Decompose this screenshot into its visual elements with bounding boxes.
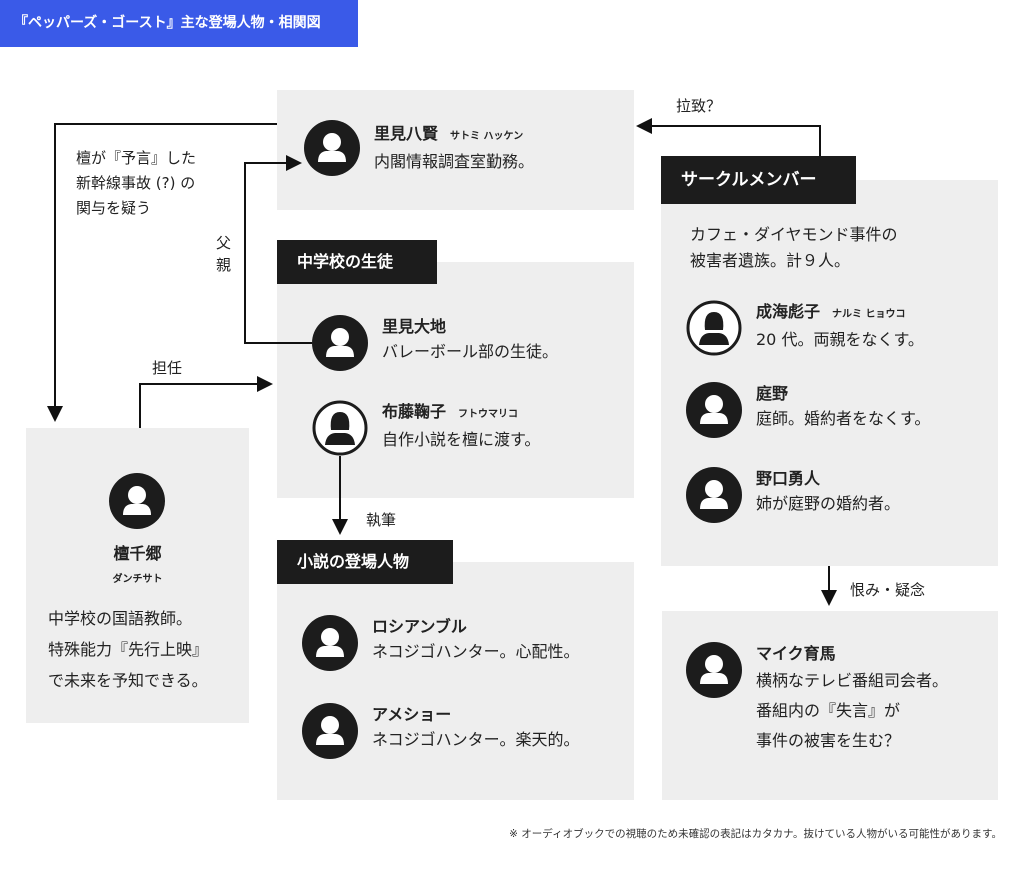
teacher-label: 担任 (152, 359, 183, 377)
person-hakken: 里見八賢サトミ ハッケン 内閣情報調査室勤務。 (304, 120, 534, 176)
name: ロシアンブル (372, 617, 467, 636)
male-avatar-icon (109, 473, 165, 529)
kana: サトミ ハッケン (450, 131, 524, 142)
person-daichi: 里見大地 バレーボール部の生徒。 (312, 315, 558, 371)
female-avatar-icon (686, 300, 742, 356)
female-avatar-icon (312, 400, 368, 456)
name: 庭野 (756, 384, 789, 403)
desc: バレーボール部の生徒。 (382, 342, 559, 361)
dan-name: 檀千郷 (113, 544, 162, 563)
person-noguchi: 野口勇人 姉が庭野の婚約者。 (686, 467, 900, 523)
name: 野口勇人 (756, 469, 821, 488)
kidnap-label: 拉致？ (676, 97, 722, 115)
circle-desc: カフェ・ダイヤモンド事件の 被害者遺族。計９人。 (690, 222, 898, 274)
desc-line: 横柄なテレビ番組司会者。 (756, 671, 949, 690)
person-ame: アメショー ネコジゴハンター。楽天的。 (302, 703, 580, 759)
school-label: 中学校の生徒 (277, 240, 437, 284)
male-avatar-icon (312, 315, 368, 371)
male-avatar-icon (686, 382, 742, 438)
novel-box (277, 562, 634, 800)
name: 里見大地 (382, 317, 447, 336)
teacher-arrow (139, 376, 273, 428)
desc: ネコジゴハンター。楽天的。 (372, 730, 580, 749)
name: 里見八賢 (374, 124, 439, 143)
desc: ネコジゴハンター。心配性。 (372, 642, 580, 661)
suspect-label: 檀が『予言』した 新幹線事故 (?) の 関与を疑う (76, 146, 196, 221)
kana: フトウマリコ (458, 409, 519, 420)
desc: 内閣情報調査室勤務。 (374, 152, 535, 171)
desc: 自作小説を檀に渡す。 (382, 430, 541, 449)
school-box (277, 262, 634, 498)
desc-line: カフェ・ダイヤモンド事件の (690, 225, 898, 244)
grudge-label: 恨み・疑念 (850, 581, 926, 599)
dan-desc: 中学校の国語教師。 特殊能力『先行上映』 で未来を予知できる。 (48, 603, 208, 696)
desc-line: 特殊能力『先行上映』 (48, 640, 209, 659)
suspect-line: 関与を疑う (76, 199, 152, 217)
suspect-line: 檀が『予言』した (76, 149, 197, 167)
male-avatar-icon (686, 642, 742, 698)
male-avatar-icon (686, 467, 742, 523)
desc-line: 事件の被害を生む？ (756, 731, 901, 750)
suspect-arrow (47, 123, 277, 422)
suspect-line: 新幹線事故 (?) の (76, 174, 196, 192)
kana: ナルミ ヒョウコ (832, 309, 906, 320)
diagram-title: 『ペッパーズ・ゴースト』主な登場人物・相関図 (0, 0, 358, 47)
desc: 20 代。両親をなくす。 (756, 330, 924, 349)
novel-label: 小説の登場人物 (277, 540, 453, 584)
kidnap-arrow (636, 118, 821, 156)
person-narumi: 成海彪子ナルミ ヒョウコ 20 代。両親をなくす。 (686, 300, 924, 356)
desc-line: で未来を予知できる。 (48, 671, 208, 690)
person-maiku: マイク育馬 横柄なテレビ番組司会者。 番組内の『失言』が 事件の被害を生む？ (686, 642, 948, 756)
male-avatar-icon (302, 615, 358, 671)
male-avatar-icon (302, 703, 358, 759)
name: 布藤鞠子 (382, 402, 447, 421)
wrote-label: 執筆 (366, 511, 397, 529)
desc: 庭師。婚約者をなくす。 (756, 409, 931, 428)
desc-line: 番組内の『失言』が (756, 701, 901, 720)
footnote: ※ オーディオブックでの視聴のため未確認の表記はカタカナ。抜けている人物がいる可… (509, 828, 1002, 840)
name: 成海彪子 (756, 302, 821, 321)
desc: 姉が庭野の婚約者。 (756, 494, 901, 513)
desc-line: 中学校の国語教師。 (48, 609, 193, 628)
male-avatar-icon (304, 120, 360, 176)
name: マイク育馬 (756, 644, 836, 663)
desc-line: 被害者遺族。計９人。 (690, 251, 851, 270)
name: アメショー (372, 705, 452, 724)
person-mariko: 布藤鞠子フトウマリコ 自作小説を檀に渡す。 (312, 400, 540, 456)
dan-kana: ダンチサト (112, 574, 163, 585)
person-roshi: ロシアンブル ネコジゴハンター。心配性。 (302, 615, 580, 671)
circle-label: サークルメンバー (661, 156, 856, 204)
person-niwano: 庭野 庭師。婚約者をなくす。 (686, 382, 930, 438)
father-arrow (244, 155, 312, 344)
father-label: 父親 (216, 234, 232, 274)
